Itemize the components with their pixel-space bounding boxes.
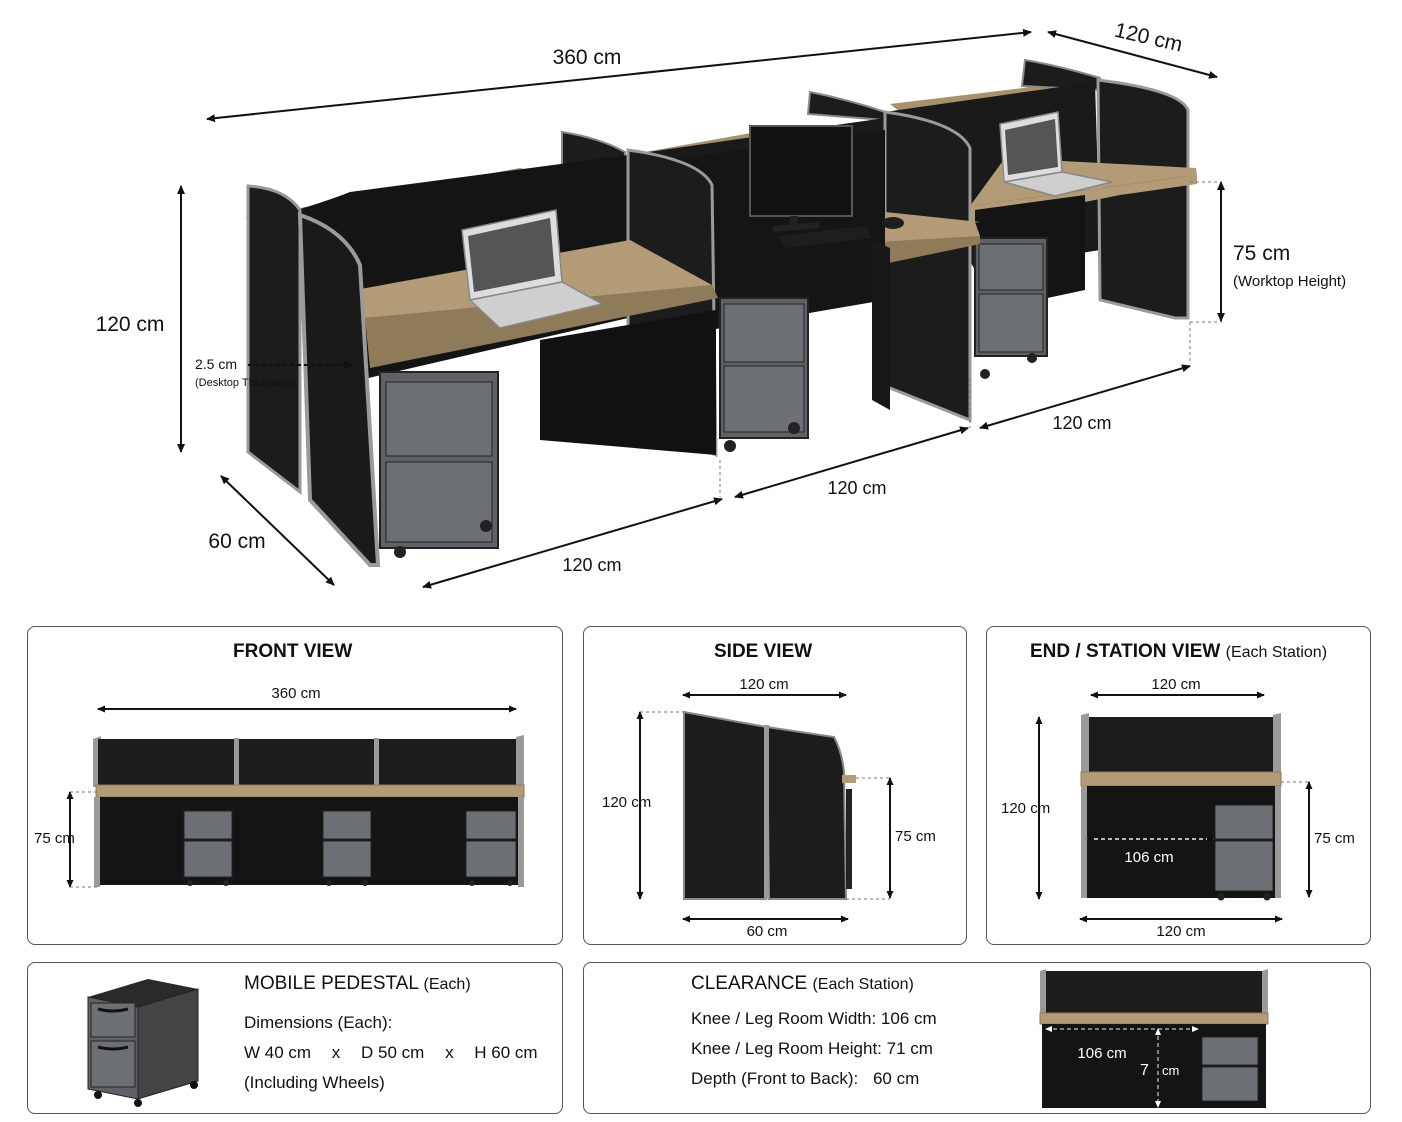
side-view-drawing: 120 cm 120 cm 75 cm 60 cm bbox=[602, 676, 936, 940]
clearance-depth-label: Depth (Front to Back): bbox=[691, 1069, 859, 1088]
clearance-knee-width: Knee / Leg Room Width: 106 cm bbox=[691, 1009, 937, 1028]
overall-depth-label: 120 cm bbox=[1112, 19, 1184, 57]
station-width-label-1: 120 cm bbox=[562, 555, 621, 575]
pedestal-dims-label: Dimensions (Each): bbox=[244, 1013, 393, 1032]
end-view-panel: END / STATION VIEW (Each Station) 120 cm… bbox=[986, 626, 1371, 945]
clearance-depth-row: Depth (Front to Back): 60 cm bbox=[691, 1069, 919, 1089]
desktop-thickness-label: 2.5 cm bbox=[195, 356, 237, 372]
pedestal-times-2: x bbox=[445, 1043, 454, 1062]
worktop-height-label: 75 cm bbox=[1233, 242, 1290, 265]
clearance-knee-height: Knee / Leg Room Height: 71 cm bbox=[691, 1039, 933, 1058]
side-view-top-width-label: 120 cm bbox=[739, 676, 788, 693]
desktop-thickness-note: (Desktop Thickness) bbox=[195, 377, 295, 389]
overall-width-label: 360 cm bbox=[553, 46, 622, 69]
pedestal-width: W 40 cm bbox=[244, 1043, 312, 1062]
station-width-label-2: 120 cm bbox=[827, 478, 886, 498]
pedestal-title-note: (Each) bbox=[423, 976, 471, 993]
clearance-depth-value: 60 cm bbox=[872, 1069, 920, 1088]
workstation-illustration: 360 cm 120 cm 120 cm 75 cm (Worktop Heig… bbox=[96, 19, 1347, 589]
front-view-title: FRONT VIEW bbox=[233, 641, 353, 662]
clearance-title-text: CLEARANCE bbox=[691, 973, 808, 994]
laptop-left bbox=[461, 209, 605, 329]
end-view-title-text: END / STATION VIEW bbox=[1030, 641, 1221, 662]
end-view-bottom-width-label: 120 cm bbox=[1156, 923, 1205, 940]
clearance-title-note: (Each Station) bbox=[812, 976, 914, 993]
pedestal-height: H 60 cm bbox=[474, 1043, 538, 1062]
height-label: 120 cm bbox=[96, 313, 165, 336]
side-view-title: SIDE VIEW bbox=[714, 641, 813, 662]
pedestal-times-1: x bbox=[331, 1043, 341, 1062]
front-view-drawing: 360 cm 75 cm bbox=[34, 685, 525, 888]
station-left bbox=[246, 148, 718, 567]
clearance-drawing: 106 cm 7 cm bbox=[1039, 969, 1269, 1108]
pedestal-left bbox=[379, 371, 499, 558]
end-view-title: END / STATION VIEW (Each Station) bbox=[1030, 641, 1327, 663]
monitor bbox=[749, 125, 853, 232]
depth-label: 60 cm bbox=[208, 530, 265, 553]
pedestal-title-text: MOBILE PEDESTAL bbox=[244, 973, 419, 994]
mouse bbox=[882, 217, 904, 229]
worktop-height-note: (Worktop Height) bbox=[1233, 273, 1346, 290]
pedestal-title: MOBILE PEDESTAL (Each) bbox=[244, 973, 471, 995]
clearance-drawing-width-label: 106 cm bbox=[1077, 1045, 1126, 1062]
front-view-width-label: 360 cm bbox=[271, 685, 320, 702]
pedestal-note: (Including Wheels) bbox=[244, 1073, 385, 1092]
clearance-drawing-height-label-a: 7 bbox=[1140, 1062, 1149, 1079]
dimension-arrows bbox=[177, 28, 1225, 589]
side-view-depth-label: 60 cm bbox=[747, 923, 788, 940]
end-view-title-note: (Each Station) bbox=[1225, 644, 1328, 661]
side-view-height-label: 120 cm bbox=[602, 794, 651, 811]
front-view-panel: FRONT VIEW 360 cm bbox=[27, 626, 563, 945]
front-view-height-label: 75 cm bbox=[34, 830, 75, 847]
end-view-top-width-label: 120 cm bbox=[1151, 676, 1200, 693]
pedestal-panel: MOBILE PEDESTAL (Each) Dimensions (Each)… bbox=[27, 962, 563, 1114]
pedestal-right bbox=[974, 237, 1048, 379]
clearance-panel: CLEARANCE (Each Station) Knee / Leg Room… bbox=[583, 962, 1371, 1114]
station-right bbox=[885, 78, 1197, 379]
end-view-worktop-height-label: 75 cm bbox=[1314, 830, 1355, 847]
pedestal-image bbox=[87, 979, 199, 1107]
pedestal-dims-row: W 40 cm x D 50 cm x H 60 cm bbox=[244, 1043, 538, 1063]
clearance-drawing-height-label-b: cm bbox=[1162, 1063, 1179, 1078]
keyboard bbox=[778, 226, 872, 248]
end-view-height-label: 120 cm bbox=[1001, 800, 1050, 817]
end-view-drawing: 120 cm 120 cm 106 cm 75 cm 120 cm bbox=[1001, 676, 1355, 940]
main-dimension-labels: 360 cm 120 cm 120 cm 75 cm (Worktop Heig… bbox=[96, 19, 1347, 575]
clearance-title: CLEARANCE (Each Station) bbox=[691, 973, 914, 995]
extension-lines bbox=[719, 181, 1222, 497]
station-width-label-3: 120 cm bbox=[1052, 413, 1111, 433]
laptop-right bbox=[999, 111, 1113, 197]
side-view-worktop-height-label: 75 cm bbox=[895, 828, 936, 845]
pedestal-middle bbox=[719, 297, 809, 452]
side-view-panel: SIDE VIEW 120 cm 120 cm 75 cm 60 cm bbox=[583, 626, 967, 945]
end-view-knee-width-label: 106 cm bbox=[1124, 849, 1173, 866]
pedestal-depth: D 50 cm bbox=[361, 1043, 425, 1062]
